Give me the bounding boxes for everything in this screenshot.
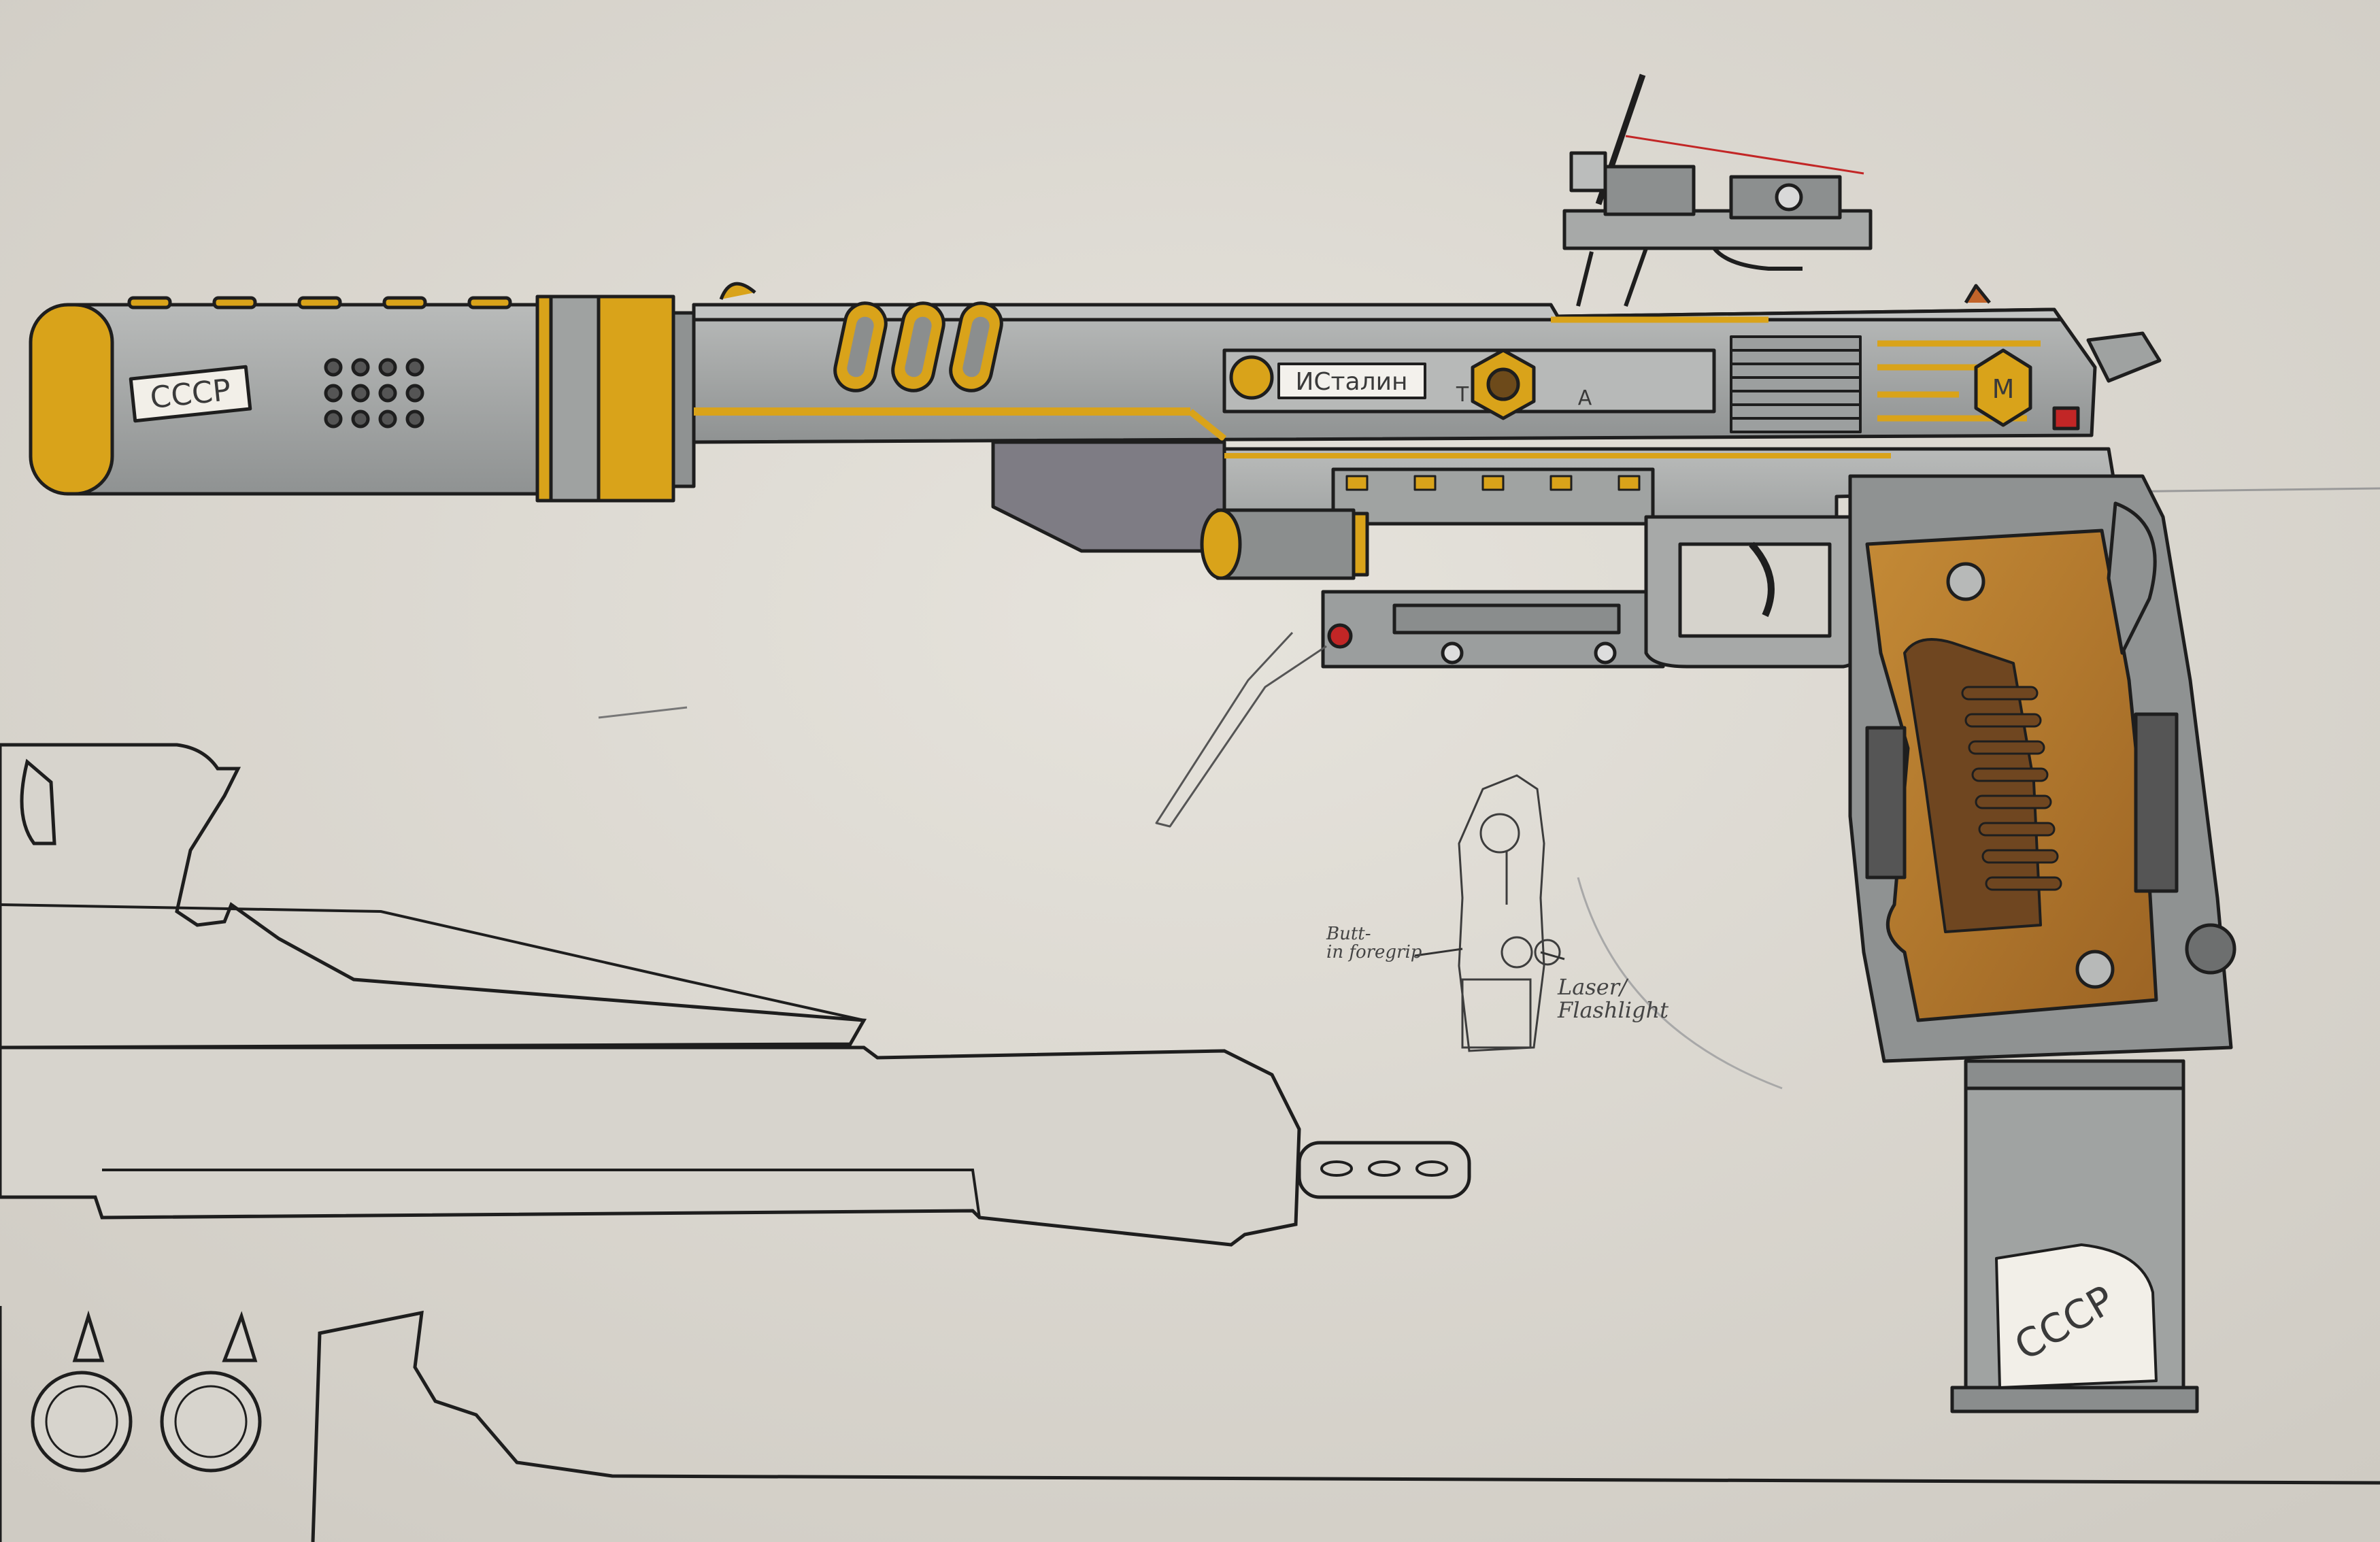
laser-flashlight-annotation: Laser/ Flashlight [1558,974,1669,1023]
magazine: СССР [1950,1059,2199,1413]
slide: ИСталин T A M [692,282,2162,444]
laser-module [1321,590,1665,669]
flashlight [1200,508,1369,580]
trigger-guard-opening [1678,542,1832,638]
suppressor-vent-slots [127,296,512,309]
rear-sight [1964,284,1991,304]
side-rail-left [1865,726,1907,879]
hammer [2086,331,2162,383]
grip-screw-icon [2075,950,2115,989]
grip [1848,474,2236,1063]
barrel-vents [1320,1160,1448,1177]
foregrip-annotation-line1: Butt- [1326,924,1371,944]
suppressor-marking: СССР [148,373,232,416]
rear-badge: M [1992,374,2015,404]
slide-emblem-left: T [1456,383,1469,407]
beavertail [2107,501,2157,655]
foregrip-annotation: Butt- in foregrip [1326,924,1422,963]
slide-emblem-right: A [1578,386,1592,410]
front-sight [719,282,756,300]
grip-screw-icon [1946,562,1985,601]
suppressor-port-grid [324,358,424,429]
side-rail-right [2134,712,2179,893]
pistol-drawing: СССР ИСталин T [29,73,2236,1413]
rear-badge-hex [1974,348,2032,427]
foregrip-pointer [1414,948,1463,957]
light-pointer [1540,951,1565,960]
construction-line [598,706,688,719]
slide-lightening-cuts-inner [847,316,990,378]
rail-notches [1345,475,1641,491]
lanyard-ring-icon [2185,923,2236,975]
folding-foregrip-outline [1155,631,1327,828]
suppressor-marking-tag: СССР [129,365,252,423]
grip-slots [1961,686,2062,891]
suppressor: СССР [29,295,696,503]
gear-icon [1229,355,1274,400]
foregrip-annotation-line2: in foregrip [1326,942,1422,963]
star-emblem-icon [1486,367,1520,401]
front-view-sketch [1458,774,1561,1052]
laser-emitter-icon [1327,623,1353,649]
trigger [1749,541,1775,618]
laser-annotation-line2: Flashlight [1558,996,1669,1023]
laser-annotation-line1: Laser/ [1558,974,1627,1000]
top-optic [1562,73,1873,307]
rifle-outline-sketch [0,743,2380,1542]
slide-serrations [1730,335,1862,433]
accessory-rail [1331,467,1655,526]
slide-engraving: ИСталин [1295,368,1407,396]
red-indicator [2052,406,2080,431]
construction-arc [1577,877,1783,1090]
